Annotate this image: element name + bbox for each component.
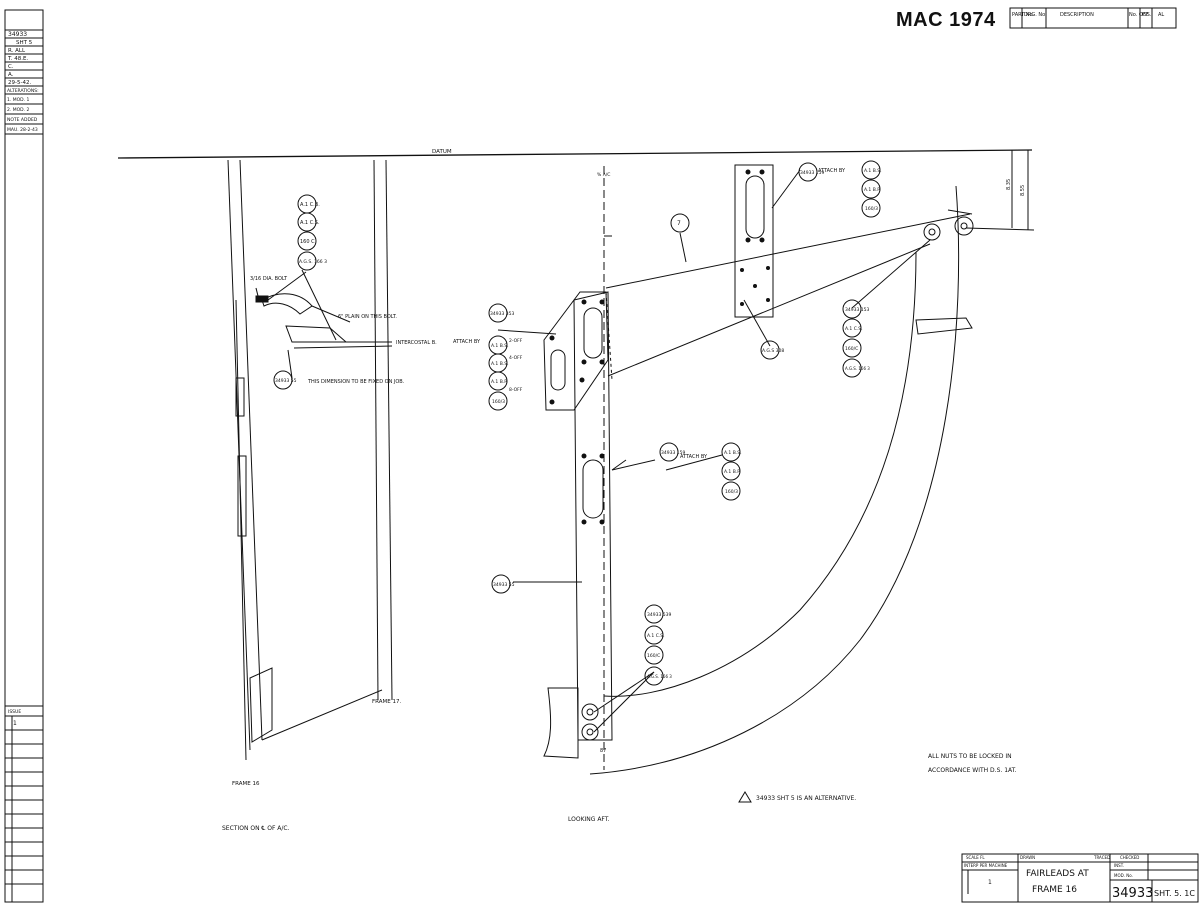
tb-interp: INTERP PER MACHINE	[964, 863, 1008, 868]
ref-ags: A.G.S 308	[762, 348, 784, 354]
caption-section: SECTION ON ℄ OF A/C.	[222, 825, 290, 832]
small-87: 87	[600, 748, 606, 754]
caption-looking-aft: LOOKING AFT.	[568, 816, 610, 823]
dim-2: 8.55	[1020, 185, 1026, 196]
pct-label: % A/C	[597, 172, 610, 178]
hole-label-1: 2-OFF	[509, 338, 523, 344]
right-bubble-2: 160/C	[845, 346, 858, 352]
rev-col-iss: ISS.	[1142, 12, 1152, 18]
note-nuts-1: ALL NUTS TO BE LOCKED IN	[928, 753, 1012, 760]
frame-bubble-2: A.1 B.P.	[724, 469, 741, 475]
note-dimension: THIS DIMENSION TO BE FIXED ON JOB.	[307, 379, 405, 385]
ref-right: 34933 153	[845, 307, 869, 313]
ref-gusset: 34933 353	[490, 311, 514, 317]
section-bubble-2: A.1 C.S.	[300, 220, 320, 226]
top-bubble-3: 160/3	[865, 206, 878, 212]
strip-issue-value: 1	[13, 720, 17, 727]
attach-by-top: ATTACH BY	[818, 168, 846, 174]
note-alternative: 34933 SHT 5 IS AN ALTERNATIVE.	[756, 795, 856, 802]
frame-bubble-1: A.1 B.S.	[724, 450, 742, 456]
ref-strut-plate: 34933 159	[661, 450, 685, 456]
strip-alt-2: 2. MOD. 2	[7, 107, 29, 113]
drawing-code: MAC 1974	[896, 9, 996, 31]
strip-approved: A.	[8, 72, 14, 78]
tb-sheet: SHT. 5. 1C	[1154, 889, 1195, 898]
gusset-bubble-4: 160/3	[492, 399, 505, 405]
rev-col-drg: DRG. No.	[1024, 12, 1047, 18]
datum-line	[117, 149, 1033, 159]
tb-inst: INST.	[1114, 863, 1124, 868]
right-bubble-1: A.1 C.S.	[845, 326, 863, 332]
strip-drawn: R. ALL	[8, 48, 26, 54]
strip-issue-label: ISSUE	[8, 709, 21, 715]
top-bubble-2: A.1 B.P.	[864, 187, 881, 193]
gusset-bubble-3: A.1 B.P.	[491, 379, 508, 385]
side-strip	[4, 9, 44, 903]
alt-triangle-icon	[738, 791, 752, 803]
datum-label: DATUM	[432, 149, 452, 155]
rev-col-desc: DESCRIPTION	[1060, 12, 1094, 18]
section-bubble-1: A.1 C.B.	[300, 202, 320, 208]
gusset-bubble-1: A.1 B.S.	[491, 343, 509, 349]
top-bubble-1: A.1 B.S.	[864, 168, 882, 174]
strip-date: 29-5-42.	[8, 80, 31, 86]
tb-title-1: FAIRLEADS AT	[1026, 869, 1089, 879]
frame-bubble-3: 160/3	[725, 489, 738, 495]
strip-mau: MAU. 28-2-43	[7, 127, 38, 133]
tb-drawn: DRAWN	[1020, 855, 1035, 860]
tb-scale: SCALE FL	[966, 855, 985, 860]
ref-strut: 34933 55	[493, 582, 515, 588]
note-bolt: 3/16 DIA. BOLT	[250, 276, 288, 282]
bottom-bubble-3: A.G.S. 166 3	[647, 674, 672, 679]
hole-label-2: 4-OFF	[509, 355, 523, 361]
gusset-bubble-2: A.1 B.S.	[491, 361, 509, 367]
dim-1: 8.35	[1006, 179, 1012, 190]
rivets	[549, 169, 770, 525]
note-plain: 6" PLAIN ON THIS BOLT.	[338, 314, 397, 320]
label-intercostal: INTERCOSTAL B.	[396, 340, 437, 346]
note-nuts-2: ACCORDANCE WITH D.S. 1AT.	[928, 767, 1017, 774]
section-view	[227, 159, 393, 761]
aft-spec-bubbles	[488, 160, 881, 686]
rev-col-off: No. OFF	[1129, 12, 1149, 18]
strip-alt-1: 1. MOD. 1	[7, 97, 29, 103]
strip-note: NOTE ADDED	[7, 117, 38, 123]
callout-7: 7	[677, 220, 681, 227]
strip-checked: C.	[8, 64, 14, 70]
section-bubble-3: 160 C	[300, 239, 315, 245]
label-frame17: FRAME 17.	[372, 699, 401, 705]
right-bubble-3: A.G.S. 166 3	[845, 366, 870, 371]
rev-col-part: PART No.	[1012, 12, 1035, 18]
revision-table	[1009, 7, 1177, 29]
rev-col-al: AL	[1158, 12, 1164, 18]
ref-bottom: 34933 539	[647, 612, 671, 618]
bottom-bubble-1: A.1 C.S.	[647, 633, 665, 639]
strip-sheet: SHT 5	[16, 40, 33, 46]
attach-by-gusset: ATTACH BY	[453, 339, 481, 345]
strip-number: 34933	[8, 31, 27, 38]
attach-by-strut: ATTACH BY	[680, 454, 708, 460]
tb-mod: MOD. No.	[1114, 873, 1133, 878]
section-ref-bubble: 34933 55	[275, 378, 297, 384]
ref-top-plate: 34933 159	[800, 170, 824, 176]
tb-traced: TRACED	[1093, 855, 1110, 860]
label-frame16: FRAME 16	[232, 781, 260, 787]
title-block	[961, 853, 1199, 903]
bottom-bubble-2: 160/C	[647, 653, 660, 659]
aft-view	[497, 150, 1035, 775]
hole-label-3: 8-OFF	[509, 387, 523, 393]
tb-title-2: FRAME 16	[1032, 885, 1077, 895]
tb-number: 34933	[1112, 886, 1153, 901]
tb-issue: 1	[988, 879, 992, 886]
tb-checked: CHECKED	[1120, 855, 1139, 860]
section-bubble-4: A.G.S. 166 3	[299, 259, 327, 265]
strip-traced: T. 48.E.	[7, 56, 28, 62]
strip-alterations: ALTERATIONS:	[7, 88, 39, 94]
section-spec-bubbles	[273, 194, 317, 390]
